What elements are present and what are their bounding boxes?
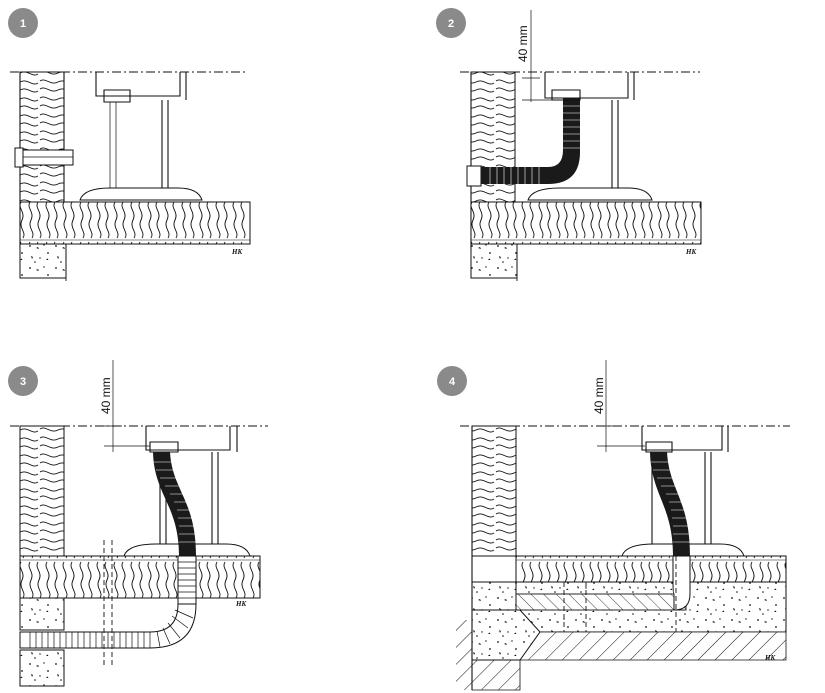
wall-insulation — [471, 425, 517, 557]
floor-insulation — [19, 555, 261, 599]
wall-vent-terminal — [14, 147, 74, 168]
dimension-40mm: 40 mm — [516, 10, 560, 102]
ground-hatch-left — [456, 620, 472, 690]
foundation-concrete — [19, 597, 65, 631]
foundation-concrete — [19, 243, 67, 279]
floor-insulation — [515, 555, 787, 583]
floor-insulation — [19, 201, 251, 245]
step-number: 2 — [448, 18, 454, 30]
base-plate — [527, 187, 653, 201]
flexible-duct — [153, 452, 196, 556]
credit-hk: HK — [685, 248, 697, 256]
panel-3: 3 40 mm — [8, 360, 268, 687]
credit-hk: HK — [235, 600, 247, 608]
step-badge-3: 3 — [8, 366, 38, 396]
wall-insulation — [19, 71, 65, 250]
panel-2: 2 40 mm — [436, 8, 702, 282]
cooker-hood-unit — [95, 72, 187, 190]
floor-duct — [19, 555, 197, 649]
step-badge-2: 2 — [436, 8, 466, 38]
step-number: 1 — [20, 18, 26, 30]
base-plate — [79, 187, 203, 201]
credit-hk: HK — [231, 248, 243, 256]
cooker-hood-unit — [641, 426, 729, 545]
foundation-concrete-lower — [19, 649, 65, 687]
foundation-concrete — [470, 243, 518, 279]
svg-text:40 mm: 40 mm — [99, 377, 113, 414]
step-number: 3 — [20, 376, 26, 388]
panel-1: 1 — [8, 8, 251, 282]
dimension-40mm: 40 mm — [99, 360, 150, 452]
wall-insulation — [19, 425, 65, 557]
dimension-40mm: 40 mm — [592, 360, 645, 452]
panel-4: 4 40 mm — [437, 360, 790, 691]
wall-vent-terminal — [466, 165, 482, 187]
step-badge-1: 1 — [8, 8, 38, 38]
floor-insulation — [470, 201, 702, 245]
slab-duct — [515, 555, 691, 640]
svg-text:40 mm: 40 mm — [592, 377, 606, 414]
step-number: 4 — [449, 376, 456, 388]
svg-text:40 mm: 40 mm — [516, 25, 530, 62]
cooker-hood-unit — [544, 72, 635, 190]
flexible-duct — [481, 98, 580, 184]
step-badge-4: 4 — [437, 366, 467, 396]
credit-hk: HK — [764, 654, 776, 662]
flexible-duct — [650, 452, 690, 556]
